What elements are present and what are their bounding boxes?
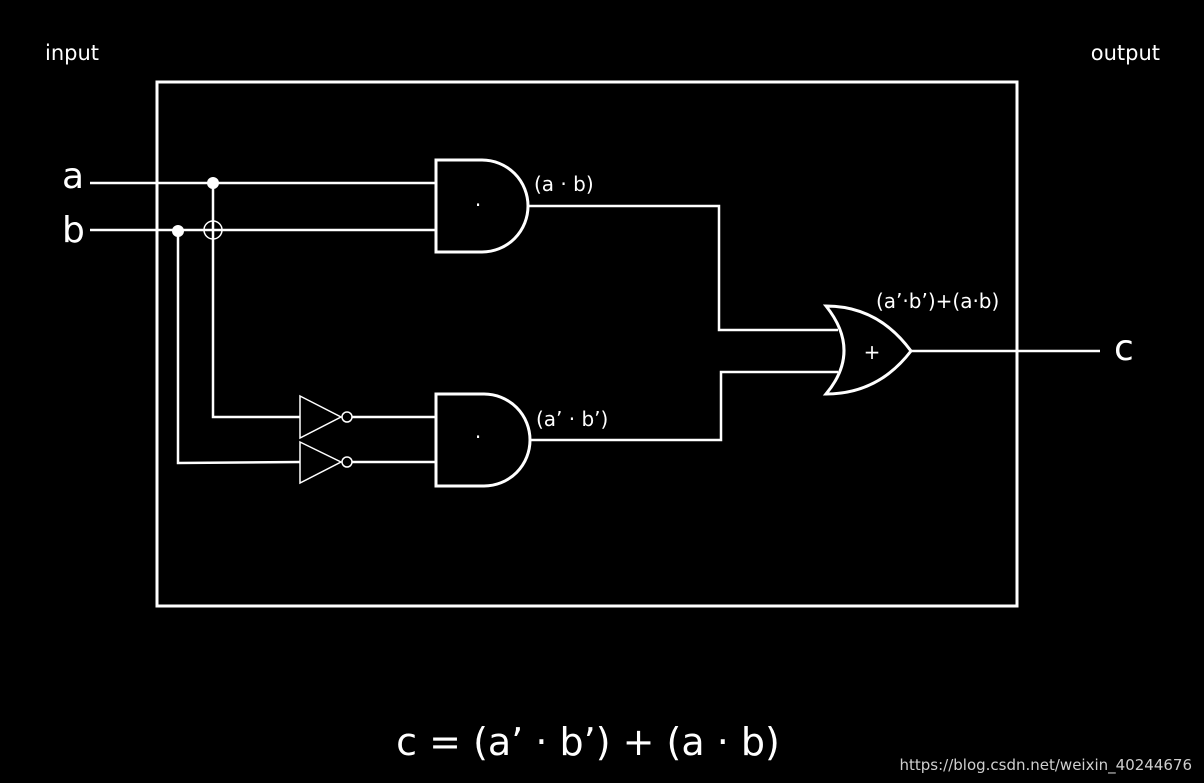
input-a-label: a	[62, 156, 84, 197]
input-label: input	[45, 41, 99, 65]
and-gate-bottom-symbol: ·	[475, 425, 481, 449]
wire-and-bottom-out	[530, 370, 838, 442]
wire-a-branch	[211, 183, 300, 419]
not-gate-a-bubble	[341, 411, 353, 423]
not-gate-b	[299, 440, 343, 485]
wire-b-branch	[176, 230, 301, 465]
wires	[90, 181, 1100, 465]
and-gate-top-symbol: ·	[475, 193, 481, 217]
watermark: https://blog.csdn.net/weixin_40244676	[899, 756, 1192, 775]
output-label: output	[1091, 41, 1160, 65]
not-gate-a	[299, 394, 343, 440]
not-gate-b-bubble	[341, 456, 353, 468]
output-c-label: c	[1114, 328, 1134, 369]
junction-dot-a	[207, 177, 219, 189]
or-gate-symbol: +	[864, 340, 881, 364]
expr-and-top: (a · b)	[534, 172, 594, 196]
expr-and-bottom: (a’ · b’)	[536, 407, 608, 431]
input-b-label: b	[62, 210, 85, 251]
or-gate	[822, 304, 913, 396]
wire-crossover	[203, 220, 223, 240]
and-gate-bottom	[434, 392, 532, 488]
and-gate-top	[434, 158, 530, 254]
expr-or-out: (a’·b’)+(a·b)	[876, 289, 999, 313]
wire-and-top-out	[528, 204, 838, 332]
circuit-boundary	[155, 80, 1019, 608]
junction-dot-b	[172, 225, 184, 237]
equation: c = (a’ · b’) + (a · b)	[396, 720, 780, 764]
